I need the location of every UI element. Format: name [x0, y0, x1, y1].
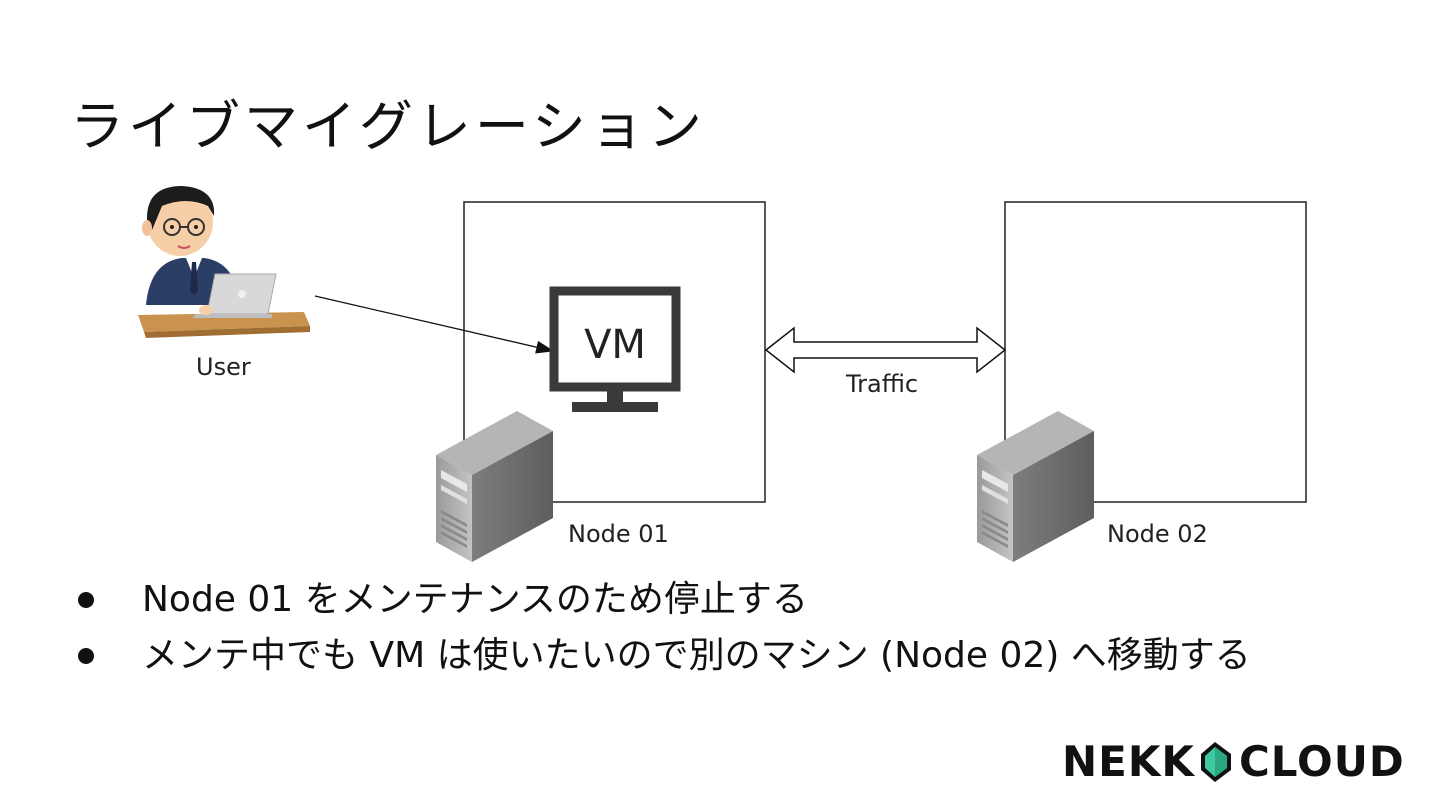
bullet-text: メンテ中でも VM は使いたいので別のマシン (Node 02) へ移動する	[142, 635, 1251, 676]
page-title: ライブマイグレーション	[70, 95, 706, 158]
list-item: Node 01 をメンテナンスのため停止する	[70, 572, 1251, 628]
logo-text-right: CLOUD	[1238, 737, 1405, 786]
logo-text-left: NEKK	[1062, 737, 1195, 786]
vm-label: VM	[584, 322, 646, 368]
bullet-text: Node 01 をメンテナンスのため停止する	[142, 579, 808, 620]
server-icon	[977, 411, 1094, 562]
bullet-icon	[78, 648, 94, 664]
user-label: User	[196, 353, 251, 381]
user-to-vm-arrow	[314, 295, 555, 354]
list-item: メンテ中でも VM は使いたいので別のマシン (Node 02) へ移動する	[70, 628, 1251, 684]
bullet-icon	[78, 592, 94, 608]
vm-monitor-icon: VM	[549, 286, 681, 412]
server-icon	[436, 411, 553, 562]
traffic-double-arrow	[764, 326, 1007, 374]
node-02-label: Node 02	[1107, 520, 1208, 548]
node-01-label: Node 01	[568, 520, 669, 548]
bullet-list: Node 01 をメンテナンスのため停止する メンテ中でも VM は使いたいので…	[70, 572, 1251, 684]
user-illustration	[138, 186, 310, 338]
traffic-label: Traffic	[846, 370, 919, 398]
nekko-cloud-logo: NEKK CLOUD	[1062, 737, 1405, 786]
leaf-icon	[1200, 741, 1231, 782]
